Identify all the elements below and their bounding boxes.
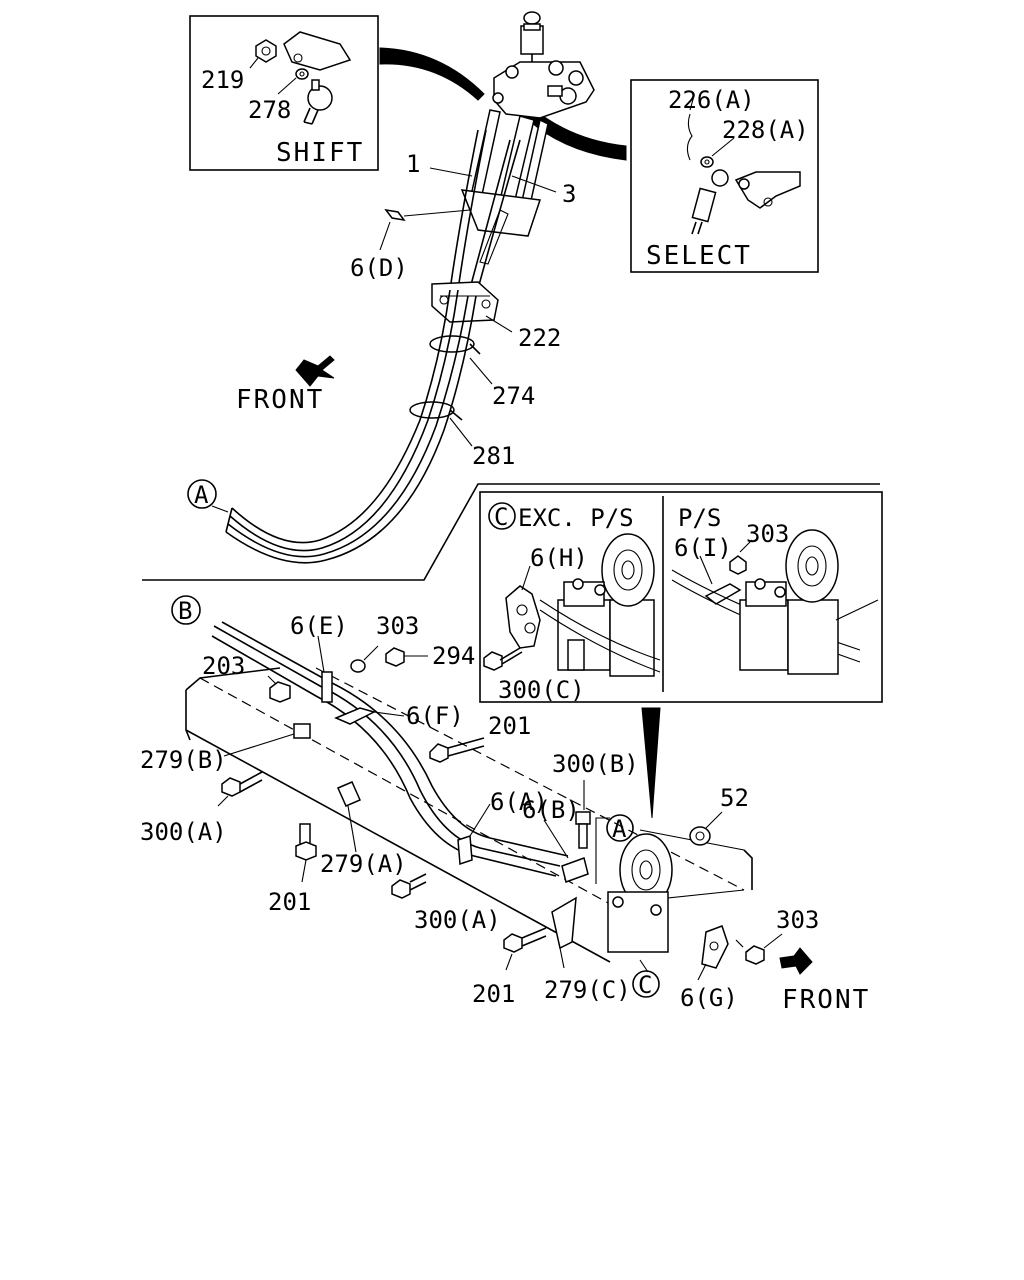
bolt-201b-icon <box>295 823 317 883</box>
marker-c-lower <box>632 970 660 998</box>
callout-203: 203 <box>202 652 245 680</box>
select-caption: SELECT <box>646 241 752 271</box>
marker-a-lower-text: A <box>612 815 627 843</box>
callout-222: 222 <box>518 324 561 352</box>
clip-6d-icon <box>384 208 471 222</box>
marker-b-lower <box>171 595 201 625</box>
callout-52: 52 <box>720 784 749 812</box>
bracket-6f-icon <box>334 707 405 725</box>
block-279b-icon <box>223 723 311 757</box>
washer-52-icon <box>689 811 723 846</box>
callout-226a: 226(A) <box>668 86 755 114</box>
callout-300a1: 300(A) <box>140 818 227 846</box>
callout-201a: 201 <box>488 712 531 740</box>
callout-201c: 201 <box>472 980 515 1008</box>
callout-279a: 279(A) <box>320 850 407 878</box>
front-label-lower: FRONT <box>782 985 870 1015</box>
section-divider <box>142 483 880 581</box>
marker-c-inset <box>488 502 516 530</box>
nut-203-icon <box>267 675 291 703</box>
bracket-6a-icon <box>457 803 491 866</box>
callout-279c: 279(C) <box>544 976 631 1004</box>
marker-a-upper-text: A <box>194 481 209 509</box>
ball-joint-icon <box>303 79 333 125</box>
callout-6g: 6(G) <box>680 984 738 1012</box>
washer-228-icon <box>700 156 714 168</box>
callout-300c: 300(C) <box>498 676 585 704</box>
callout-228a: 228(A) <box>722 116 809 144</box>
bracket-6e-icon <box>317 635 333 703</box>
bolt-201a-icon <box>429 737 485 763</box>
front-label-upper: FRONT <box>236 385 324 415</box>
callout-1: 1 <box>406 150 420 178</box>
callout-6e: 6(E) <box>290 612 348 640</box>
callout-3: 3 <box>562 180 576 208</box>
front-arrow-upper-icon <box>295 355 335 387</box>
callout-294: 294 <box>432 642 475 670</box>
callout-279b: 279(B) <box>140 746 227 774</box>
washer-278-icon <box>295 68 309 80</box>
callout-300a2: 300(A) <box>414 906 501 934</box>
select-ball-joint-icon <box>691 169 729 235</box>
callout-6i: 6(I) <box>674 534 732 562</box>
callout-219: 219 <box>201 66 244 94</box>
bracket-6h-icon <box>505 585 541 649</box>
inset-c-pointer-icon <box>641 707 661 819</box>
bolt-300c-icon <box>483 647 523 671</box>
shift-pointer-icon <box>379 47 485 101</box>
inset-c-left-title: EXC. P/S <box>518 504 634 532</box>
bolt-300a1-icon <box>217 771 263 807</box>
nut-219-icon <box>255 39 277 63</box>
marker-c-lower-text: C <box>638 971 652 999</box>
select-inset: 226(A) 228(A) SELECT <box>630 79 819 273</box>
bracket-6b-icon <box>543 819 589 883</box>
callout-278: 278 <box>248 96 291 124</box>
callout-6h: 6(H) <box>530 544 588 572</box>
front-arrow-lower-icon <box>779 947 813 975</box>
callout-6f: 6(F) <box>406 702 464 730</box>
callout-274: 274 <box>492 382 535 410</box>
washer-303a-icon <box>350 645 379 673</box>
callout-6b: 6(B) <box>522 796 580 824</box>
bracket-279c-icon <box>551 896 577 969</box>
clamp-281-icon <box>409 401 463 421</box>
nut-303b-icon <box>745 933 783 965</box>
nut-294-icon <box>385 647 428 667</box>
marker-a-lower <box>606 814 634 842</box>
nut-303-inset-icon <box>729 555 747 575</box>
shift-inset: 219 278 SHIFT <box>189 15 379 171</box>
callout-300b: 300(B) <box>552 750 639 778</box>
bracket-279a-icon <box>337 781 361 853</box>
frame-assembly <box>185 621 783 981</box>
callout-281: 281 <box>472 442 515 470</box>
callout-6d: 6(D) <box>350 254 408 282</box>
callout-303a: 303 <box>376 612 419 640</box>
callout-303b: 303 <box>776 906 819 934</box>
marker-a-upper <box>187 479 217 509</box>
callout-6a: 6(A) <box>490 788 548 816</box>
engine-mount-icon <box>607 833 673 953</box>
bolt-201c-icon <box>503 927 547 971</box>
inset-c-right-title: P/S <box>678 504 721 532</box>
shift-caption: SHIFT <box>276 138 364 168</box>
bolt-300a2-icon <box>391 873 427 899</box>
marker-c-inset-text: C <box>494 503 508 531</box>
bolt-300b-icon <box>575 780 591 849</box>
shift-lever-assembly <box>211 11 595 564</box>
marker-b-lower-text: B <box>178 597 192 625</box>
inset-c: C EXC. P/S P/S <box>479 491 883 704</box>
callout-303-inset: 303 <box>746 520 789 548</box>
bracket-6g-icon <box>697 925 729 981</box>
callout-201b: 201 <box>268 888 311 916</box>
clamp-274-icon <box>429 335 481 355</box>
